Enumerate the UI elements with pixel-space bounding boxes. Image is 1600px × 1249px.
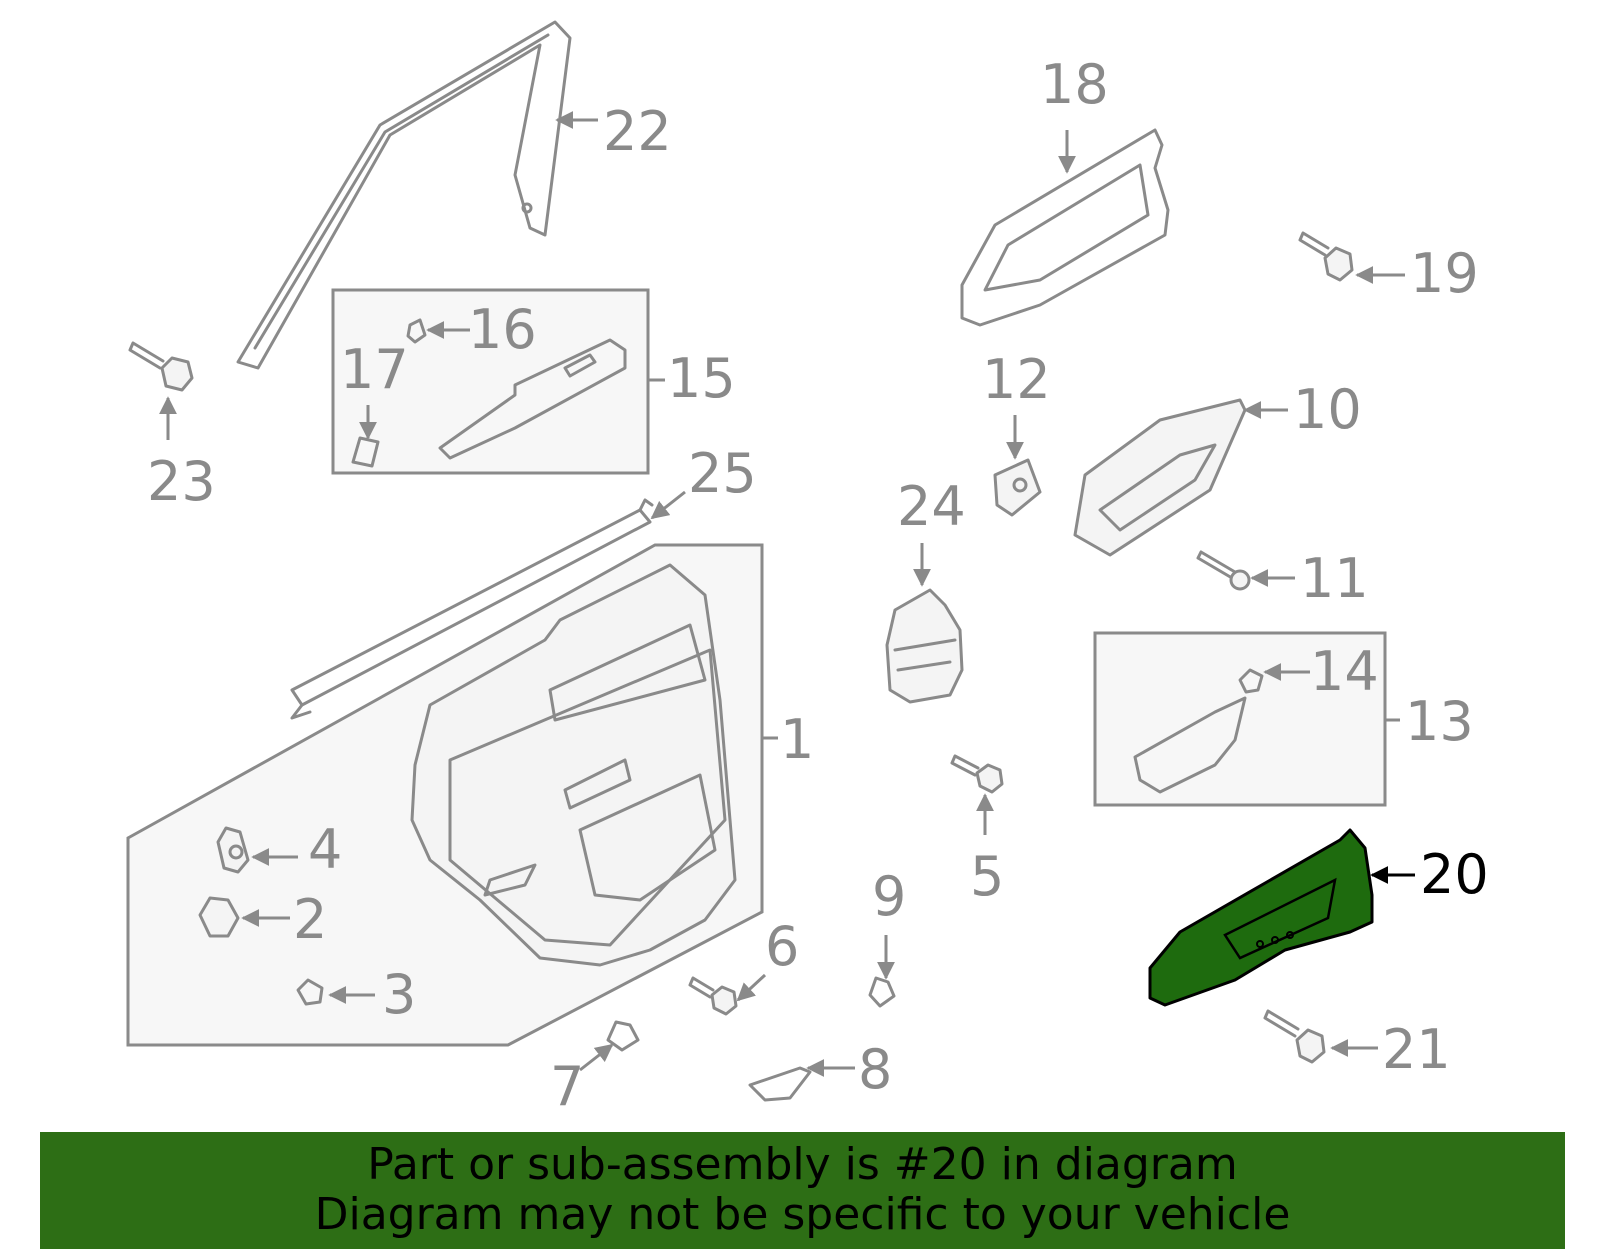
leader-6 [736, 973, 767, 1002]
callout-7: 7 [550, 1055, 584, 1118]
callout-22: 22 [603, 100, 672, 163]
callout-8: 8 [858, 1038, 892, 1101]
part-19-bolt[interactable] [1298, 231, 1354, 282]
callout-19: 19 [1410, 242, 1479, 305]
part-10-inside-handle[interactable] [1073, 398, 1247, 557]
callout-17: 17 [340, 338, 409, 401]
part-7-clip[interactable] [606, 1020, 640, 1052]
callout-18: 18 [1040, 53, 1109, 116]
leader-25 [650, 490, 686, 520]
banner-line-part: Part or sub-assembly is #20 in diagram [367, 1139, 1238, 1190]
part-8-bracket[interactable] [748, 1066, 812, 1102]
callout-21: 21 [1382, 1018, 1451, 1081]
callout-10: 10 [1293, 378, 1362, 441]
callout-13: 13 [1405, 690, 1474, 753]
callout-25: 25 [688, 442, 757, 505]
part-4-clip[interactable] [216, 826, 250, 874]
part-17-clip[interactable] [351, 436, 380, 468]
callout-12: 12 [982, 348, 1051, 411]
part-3-push-pin[interactable] [296, 978, 324, 1006]
leader-7 [579, 1043, 614, 1072]
part-14-clip[interactable] [1238, 668, 1264, 694]
callout-15: 15 [667, 347, 736, 410]
part-21-bolt[interactable] [1263, 1009, 1326, 1064]
callout-20: 20 [1420, 843, 1489, 906]
callout-16: 16 [468, 298, 537, 361]
part-12-cover[interactable] [993, 458, 1042, 517]
part-2-nut[interactable] [198, 896, 240, 938]
callout-11: 11 [1300, 547, 1369, 610]
callout-5: 5 [970, 845, 1004, 908]
banner-line-disclaimer: Diagram may not be specific to your vehi… [314, 1189, 1291, 1240]
callout-1: 1 [780, 708, 814, 771]
part-24-lock-actuator[interactable] [885, 588, 964, 704]
switch-bezel-group-box [331, 288, 650, 475]
callout-14: 14 [1310, 640, 1379, 703]
info-banner: Part or sub-assembly is #20 in diagram D… [40, 1132, 1565, 1249]
part-23-bolt[interactable] [128, 341, 194, 392]
part-25-weatherstrip[interactable] [290, 498, 654, 720]
part-13-bezel[interactable] [1133, 696, 1247, 794]
callout-4: 4 [308, 818, 342, 881]
callout-2: 2 [293, 888, 327, 951]
callout-24: 24 [897, 475, 966, 538]
part-20-highlighted[interactable] [1148, 828, 1374, 1007]
part-9-clip[interactable] [868, 976, 896, 1008]
callout-23: 23 [147, 450, 216, 513]
part-1-door-trim-panel[interactable] [410, 563, 737, 967]
part-22-window-molding[interactable] [236, 20, 572, 370]
callout-6: 6 [765, 915, 799, 978]
part-18-switch-bezel[interactable] [960, 128, 1170, 327]
callout-3: 3 [382, 963, 416, 1026]
part-16-clip[interactable] [406, 318, 427, 344]
part-11-screw[interactable] [1196, 550, 1251, 591]
callout-9: 9 [872, 865, 906, 928]
part-6-bolt[interactable] [688, 976, 738, 1016]
part-5-bolt[interactable] [950, 754, 1004, 794]
part-15-switch-bezel[interactable] [438, 338, 627, 460]
